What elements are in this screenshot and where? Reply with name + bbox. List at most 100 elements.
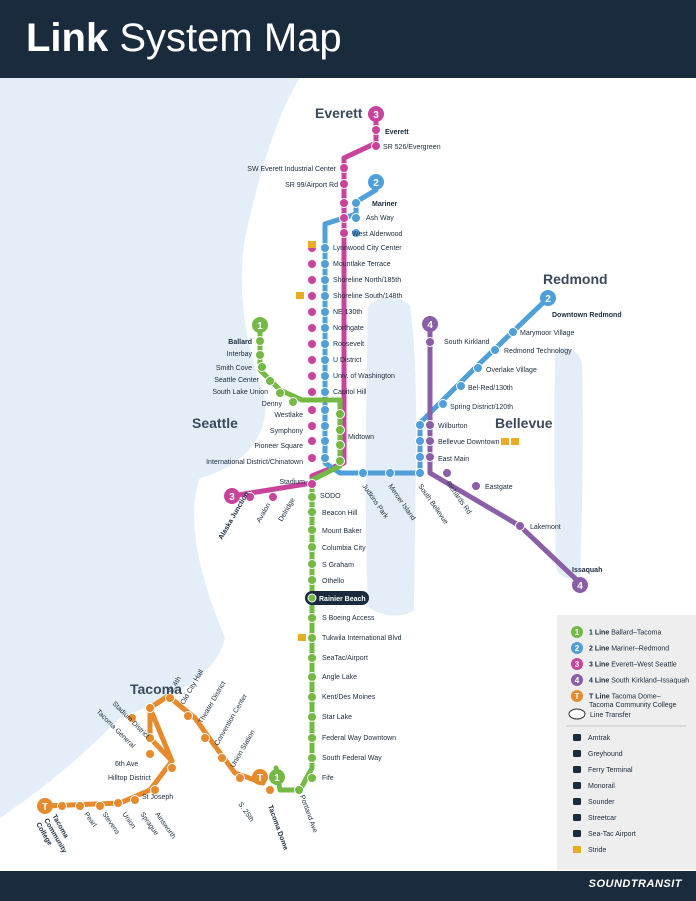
station-dot[interactable] (320, 323, 330, 333)
station-dot[interactable] (307, 753, 317, 763)
station-dot[interactable] (320, 307, 330, 317)
station-dot[interactable] (335, 456, 345, 466)
station-dot[interactable] (438, 399, 448, 409)
station-dot[interactable] (200, 733, 210, 743)
station-dot[interactable] (307, 371, 317, 381)
station-dot[interactable] (339, 163, 349, 173)
station-dot[interactable] (145, 733, 155, 743)
station-dot[interactable] (288, 397, 298, 407)
station-dot[interactable] (307, 692, 317, 702)
station-dot[interactable] (351, 213, 361, 223)
station-dot[interactable] (425, 436, 435, 446)
station-dot[interactable] (307, 507, 317, 517)
station-dot[interactable] (371, 125, 381, 135)
station-dot[interactable] (57, 801, 67, 811)
station-dot[interactable] (339, 228, 349, 238)
station-dot[interactable] (415, 420, 425, 430)
station-dot[interactable] (339, 198, 349, 208)
station-dot[interactable] (307, 307, 317, 317)
station-dot[interactable] (307, 613, 317, 623)
station-dot[interactable] (265, 785, 275, 795)
station-dot[interactable] (307, 653, 317, 663)
station-dot[interactable] (235, 773, 245, 783)
station-dot[interactable] (508, 327, 518, 337)
station-dot[interactable] (307, 355, 317, 365)
station-dot[interactable] (320, 355, 330, 365)
station-dot[interactable] (113, 798, 123, 808)
station-dot[interactable] (490, 345, 500, 355)
station-dot[interactable] (320, 453, 330, 463)
station-dot[interactable] (167, 763, 177, 773)
station-dot[interactable] (442, 468, 452, 478)
station-dot[interactable] (351, 228, 361, 238)
station-dot[interactable] (471, 481, 481, 491)
station-dot[interactable] (351, 198, 361, 208)
station-dot[interactable] (307, 453, 317, 463)
station-dot[interactable] (307, 387, 317, 397)
station-dot[interactable] (307, 479, 317, 489)
station-dot[interactable] (265, 376, 275, 386)
station-dot[interactable] (515, 521, 525, 531)
station-dot[interactable] (307, 559, 317, 569)
station-dot[interactable] (307, 436, 317, 446)
station-dot[interactable] (145, 749, 155, 759)
station-dot[interactable] (320, 275, 330, 285)
station-dot[interactable] (257, 362, 267, 372)
station-dot[interactable] (307, 275, 317, 285)
station-dot[interactable] (320, 291, 330, 301)
station-dot[interactable] (320, 259, 330, 269)
station-dot[interactable] (473, 363, 483, 373)
station-dot[interactable] (335, 440, 345, 450)
station-dot[interactable] (307, 575, 317, 585)
station-dot[interactable] (255, 350, 265, 360)
station-dot[interactable] (339, 179, 349, 189)
station-dot[interactable] (145, 703, 155, 713)
station-dot[interactable] (415, 436, 425, 446)
station-dot[interactable] (183, 711, 193, 721)
station-dot[interactable] (425, 420, 435, 430)
station-dot[interactable] (320, 339, 330, 349)
station-dot[interactable] (307, 323, 317, 333)
station-dot[interactable] (320, 243, 330, 253)
station-dot[interactable] (307, 542, 317, 552)
station-dot[interactable] (307, 633, 317, 643)
station-dot[interactable] (415, 468, 425, 478)
station-dot[interactable] (335, 425, 345, 435)
station-dot[interactable] (275, 388, 285, 398)
station-dot[interactable] (307, 259, 317, 269)
station-dot[interactable] (307, 712, 317, 722)
station-dot[interactable] (245, 492, 255, 502)
station-dot[interactable] (320, 405, 330, 415)
station-dot[interactable] (217, 753, 227, 763)
station-dot[interactable] (320, 421, 330, 431)
station-dot[interactable] (307, 339, 317, 349)
station-dot[interactable] (307, 492, 317, 502)
station-dot[interactable] (307, 421, 317, 431)
station-dot[interactable] (371, 141, 381, 151)
station-dot[interactable] (307, 672, 317, 682)
station-dot[interactable] (75, 801, 85, 811)
rainier-beach-callout[interactable]: Rainier Beach (305, 591, 369, 605)
station-dot[interactable] (255, 336, 265, 346)
station-dot[interactable] (268, 492, 278, 502)
station-dot[interactable] (130, 795, 140, 805)
station-dot[interactable] (339, 213, 349, 223)
station-dot[interactable] (358, 468, 368, 478)
station-dot[interactable] (425, 452, 435, 462)
station-dot[interactable] (415, 452, 425, 462)
station-dot[interactable] (320, 436, 330, 446)
station-dot[interactable] (294, 785, 304, 795)
station-dot[interactable] (320, 371, 330, 381)
station-dot[interactable] (165, 693, 175, 703)
station-dot[interactable] (307, 773, 317, 783)
station-dot[interactable] (307, 291, 317, 301)
station-dot[interactable] (307, 733, 317, 743)
station-dot[interactable] (307, 525, 317, 535)
station-dot[interactable] (150, 785, 160, 795)
station-dot[interactable] (335, 409, 345, 419)
station-dot[interactable] (127, 713, 137, 723)
station-dot[interactable] (385, 468, 395, 478)
station-dot[interactable] (307, 405, 317, 415)
station-dot[interactable] (425, 337, 435, 347)
station-dot[interactable] (320, 387, 330, 397)
